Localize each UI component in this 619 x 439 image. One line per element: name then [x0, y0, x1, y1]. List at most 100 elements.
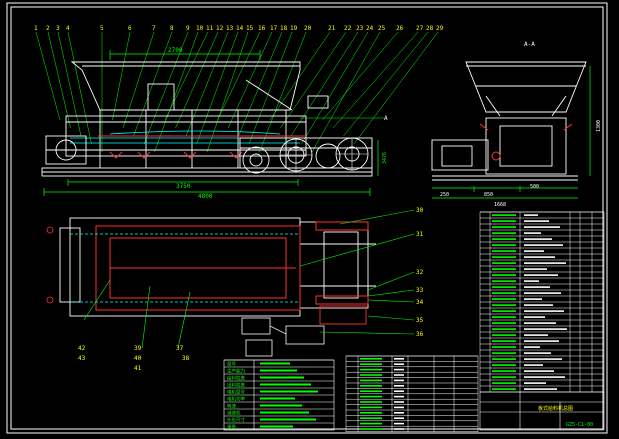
plan-hidden-lines	[70, 233, 300, 303]
parts-mid-mark	[360, 422, 382, 425]
parts-mid-mark	[360, 395, 382, 398]
parts-mid-mark	[360, 417, 382, 419]
parts-mid-mark	[360, 379, 382, 382]
parts-mid-mark	[394, 428, 404, 430]
side-red-parts	[479, 123, 573, 161]
parts-mid-mark	[394, 390, 404, 392]
front-dim-top-text: 2700	[168, 47, 183, 54]
side-dim-mid: 850	[484, 192, 493, 198]
front-callout-17: 17	[270, 25, 278, 32]
spec-table-label: 型号	[227, 361, 236, 368]
front-dim-top	[109, 50, 261, 60]
front-leader	[259, 31, 307, 153]
front-leader	[164, 31, 209, 121]
front-callout-2: 2	[46, 25, 50, 32]
side-dim-width: 1668	[494, 202, 506, 208]
front-leader	[343, 31, 429, 137]
parts-mid-mark	[360, 401, 382, 403]
parts-right-mark	[492, 328, 516, 330]
parts-right-mark	[524, 310, 564, 312]
front-dim-bottom	[43, 140, 379, 196]
front-leader	[206, 31, 249, 153]
parts-right-mark	[492, 268, 516, 270]
plan-motor	[241, 305, 367, 357]
parts-right-mark	[492, 334, 516, 336]
parts-right-mark	[492, 214, 516, 216]
parts-right-mark	[524, 256, 555, 258]
spec-table-label: 电机型号	[227, 389, 245, 396]
front-callout-27: 27	[416, 25, 424, 32]
parts-right-mark	[524, 382, 546, 384]
front-leader	[311, 31, 381, 153]
parts-right-mark	[524, 220, 549, 222]
front-dim-bottom-2: 4800	[198, 193, 213, 200]
front-callout-18: 18	[280, 25, 288, 32]
parts-right-mark	[524, 238, 552, 240]
front-gear-spokes	[280, 138, 368, 171]
front-callout-29: 29	[436, 25, 444, 32]
spec-table-value-mark	[260, 376, 304, 379]
parts-mid-mark	[360, 412, 382, 414]
plan-callout-31: 31	[416, 231, 424, 238]
parts-list-mid	[345, 355, 479, 432]
spec-table-label: 外形尺寸	[227, 417, 245, 424]
front-callout-7: 7	[152, 25, 156, 32]
front-callout-13: 13	[226, 25, 234, 32]
parts-right-mark	[492, 358, 516, 360]
spec-table-label: 给料粒度	[227, 375, 245, 382]
parts-right-mark	[492, 382, 516, 384]
parts-right-mark	[492, 340, 516, 342]
parts-right-mark	[492, 256, 516, 258]
front-leader	[353, 31, 439, 145]
title-block-name: 板式给料机总图	[538, 405, 573, 412]
parts-right-mark	[524, 388, 557, 390]
spec-table-value-mark	[260, 369, 297, 372]
front-head-sprocket	[45, 135, 87, 165]
parts-right-mark	[524, 340, 559, 342]
parts-right-mark	[524, 274, 558, 276]
plan-callout-37: 37	[176, 345, 184, 352]
front-callout-4: 4	[66, 25, 70, 32]
front-leader	[122, 31, 155, 129]
front-leader	[290, 31, 359, 137]
parts-right-mark	[492, 220, 516, 222]
parts-right-mark	[524, 280, 539, 282]
parts-right-mark	[492, 262, 516, 264]
front-dim-bottom-1: 3750	[176, 183, 191, 190]
spec-table-label: 减速机	[227, 410, 241, 417]
parts-right-mark	[492, 238, 516, 240]
front-callout-16: 16	[258, 25, 266, 32]
front-leader	[217, 31, 261, 121]
plan-callout-40: 40	[134, 355, 142, 362]
plan-callout-35: 35	[416, 317, 424, 324]
parts-mid-mark	[394, 406, 404, 409]
spec-table-label: 出料粒度	[227, 382, 245, 389]
parts-mid-mark	[394, 374, 404, 376]
front-leader	[280, 31, 347, 129]
parts-mid-mark	[360, 374, 382, 376]
parts-right-mark	[524, 334, 548, 336]
parts-right-mark	[524, 262, 566, 264]
parts-right-mark	[524, 298, 542, 300]
parts-right-mark	[524, 370, 554, 372]
front-leader	[112, 31, 131, 121]
parts-right-mark	[524, 286, 550, 288]
front-leader	[248, 31, 293, 145]
front-callout-10: 10	[196, 25, 204, 32]
front-hopper	[70, 61, 329, 111]
parts-mid-mark	[360, 390, 382, 392]
parts-right-mark	[492, 232, 516, 234]
parts-right-mark	[492, 370, 516, 372]
front-callout-19: 19	[290, 25, 298, 32]
parts-mid-mark	[360, 363, 382, 365]
parts-mid-mark	[360, 368, 382, 371]
parts-right-mark	[492, 304, 516, 306]
parts-mid-mark	[360, 428, 382, 430]
front-callout-9: 9	[186, 25, 190, 32]
front-callout-22: 22	[344, 25, 352, 32]
spec-table-label: 电机功率	[227, 396, 245, 403]
parts-right-mark	[524, 346, 540, 348]
parts-right-mark	[524, 292, 561, 294]
front-callout-3: 3	[56, 25, 60, 32]
